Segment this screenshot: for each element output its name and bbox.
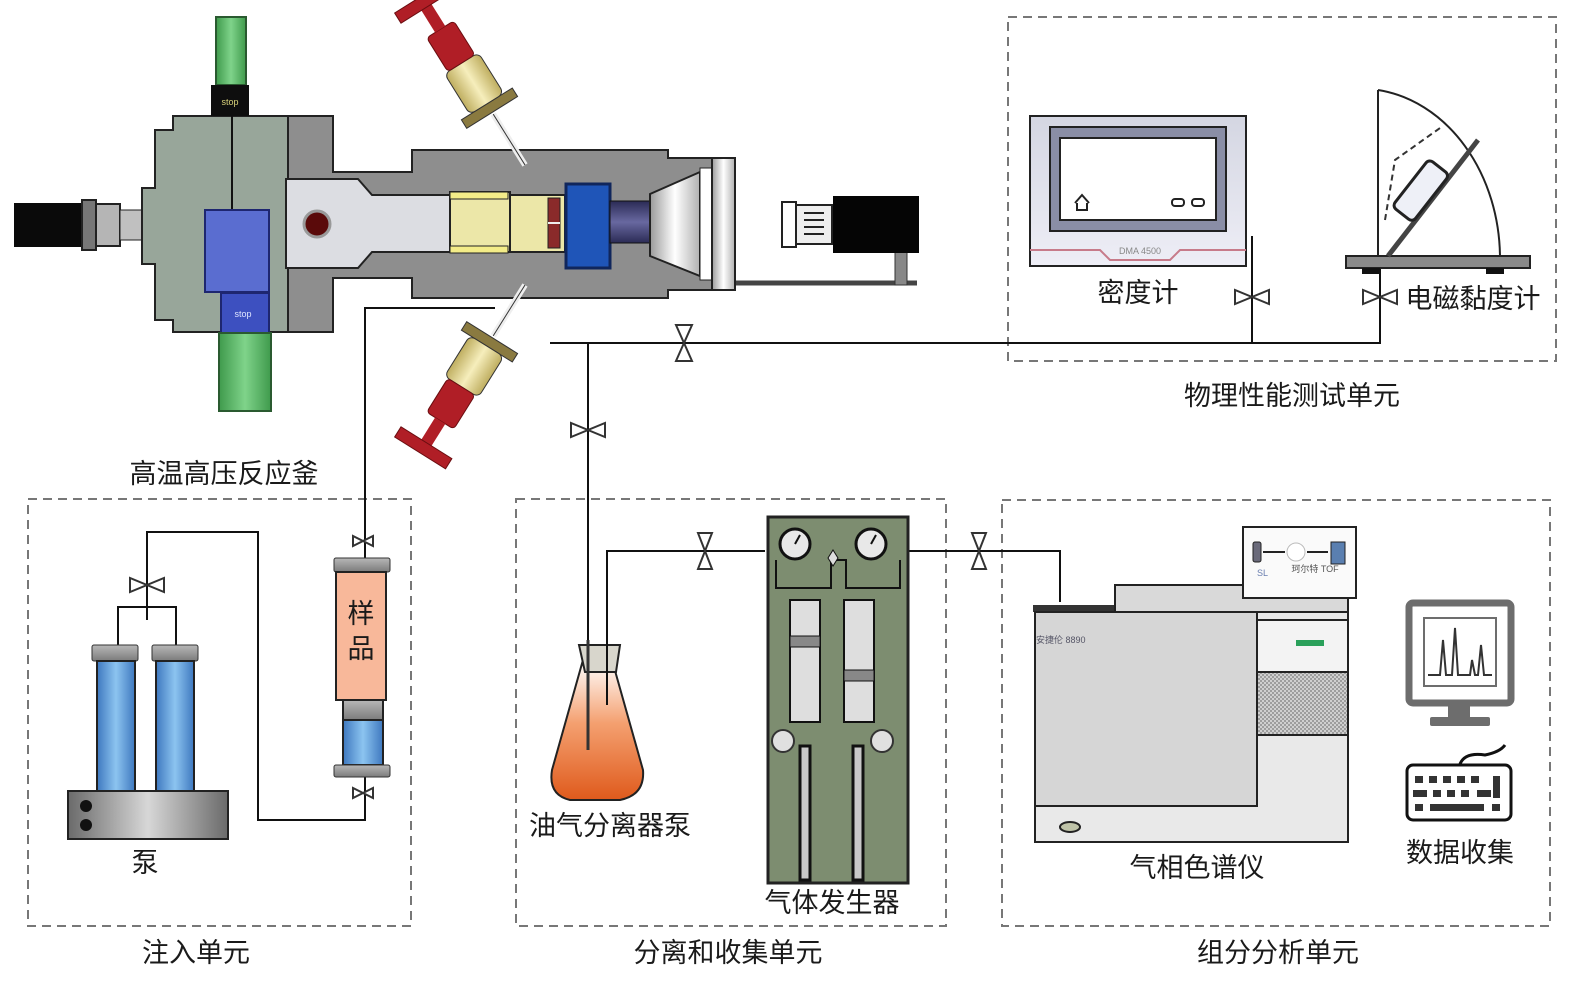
pipe-pump-manifold <box>117 606 177 645</box>
sample-label-top: 样 <box>348 599 375 630</box>
pipe-main-to-viscometer <box>550 262 1381 344</box>
pump-label: 泵 <box>132 848 159 879</box>
pump[interactable] <box>67 644 229 840</box>
densimeter-label: 密度计 <box>1098 278 1179 309</box>
data-collection-computer[interactable] <box>1405 599 1515 822</box>
stop-label-top: stop <box>221 97 238 107</box>
densimeter[interactable]: DMA 4500 <box>1029 115 1247 267</box>
valve-to-flask[interactable] <box>570 421 606 439</box>
pipe-flask-to-gasgen <box>606 550 765 705</box>
motor-stand <box>894 251 908 286</box>
high-temp-high-pressure-reactor: stop stop <box>14 16 919 412</box>
detector-sl-label: SL <box>1257 568 1268 578</box>
composition-unit-label: 组分分析单元 <box>1197 938 1359 969</box>
separation-unit-box <box>515 498 947 927</box>
valve-main-line[interactable] <box>674 324 694 362</box>
stop-block-bottom <box>220 292 270 334</box>
valve-sample-bottom[interactable] <box>352 786 374 800</box>
densimeter-button-1[interactable] <box>1171 198 1185 207</box>
chromatogram-peaks <box>1428 627 1492 676</box>
reactor-shaft <box>609 200 651 244</box>
valves[interactable] <box>129 288 1398 800</box>
green-pipe-bottom <box>218 332 272 412</box>
reactor-label: 高温高压反应釜 <box>130 459 319 490</box>
stop-block-top <box>211 85 249 116</box>
pipe-pump-to-sample <box>146 531 366 821</box>
reactor-piston <box>449 191 511 253</box>
valve-sample-top[interactable] <box>352 534 374 548</box>
right-motor-coupling <box>781 201 797 248</box>
injection-unit-label: 注入单元 <box>142 938 250 969</box>
home-icon <box>1074 193 1090 211</box>
gc-label: 气相色谱仪 <box>1130 853 1265 884</box>
reactor-window <box>302 209 332 239</box>
reactor-left-coupling <box>81 199 97 251</box>
valve-densimeter[interactable] <box>1234 288 1270 306</box>
valve-pump-outlet[interactable] <box>129 576 165 594</box>
sample-label-bottom: 品 <box>348 634 375 665</box>
valve-gasgen-inlet[interactable] <box>696 532 714 570</box>
data-collection-label: 数据收集 <box>1406 838 1514 869</box>
physical-test-unit-box <box>1007 16 1557 362</box>
gc-brand: 安捷伦 8890 <box>1036 634 1086 645</box>
detector-label: 珂尔特 TOF <box>1291 563 1339 574</box>
gas-chromatograph[interactable]: 安捷伦 8890 SL 珂尔特 TOF <box>1033 526 1357 843</box>
gas-generator[interactable] <box>766 515 910 885</box>
reactor-valve-lower[interactable] <box>393 269 551 470</box>
electromagnetic-viscometer[interactable] <box>1345 89 1531 274</box>
right-motor <box>833 196 919 253</box>
separation-unit-label: 分离和收集单元 <box>634 938 823 969</box>
gas-generator-label: 气体发生器 <box>765 888 900 919</box>
pipe-reactor-to-sample <box>364 307 495 560</box>
gc-status-light <box>1296 640 1324 646</box>
separator-label: 油气分离器泵 <box>529 811 691 842</box>
reactor-left-motor <box>14 203 82 247</box>
pipe-gasgen-to-gc <box>901 550 1061 602</box>
reactor-blue-head <box>564 182 612 270</box>
sample-container[interactable]: 样 品 <box>333 557 391 778</box>
blue-block <box>204 209 270 293</box>
oil-gas-separator-flask[interactable] <box>550 640 645 801</box>
densimeter-brand: DMA 4500 <box>1119 246 1161 256</box>
physical-test-unit-label: 物理性能测试单元 <box>1184 381 1400 412</box>
stop-label-bottom: stop <box>234 309 251 319</box>
pipelines <box>117 236 1381 821</box>
green-pipe-top <box>215 16 247 86</box>
composition-unit-box <box>1001 499 1551 927</box>
viscometer-label: 电磁黏度计 <box>1406 284 1541 315</box>
reactor-valve-upper[interactable] <box>393 0 551 181</box>
valve-gc-inlet[interactable] <box>970 532 988 570</box>
valve-viscometer[interactable] <box>1362 288 1398 306</box>
densimeter-button-2[interactable] <box>1191 198 1205 207</box>
